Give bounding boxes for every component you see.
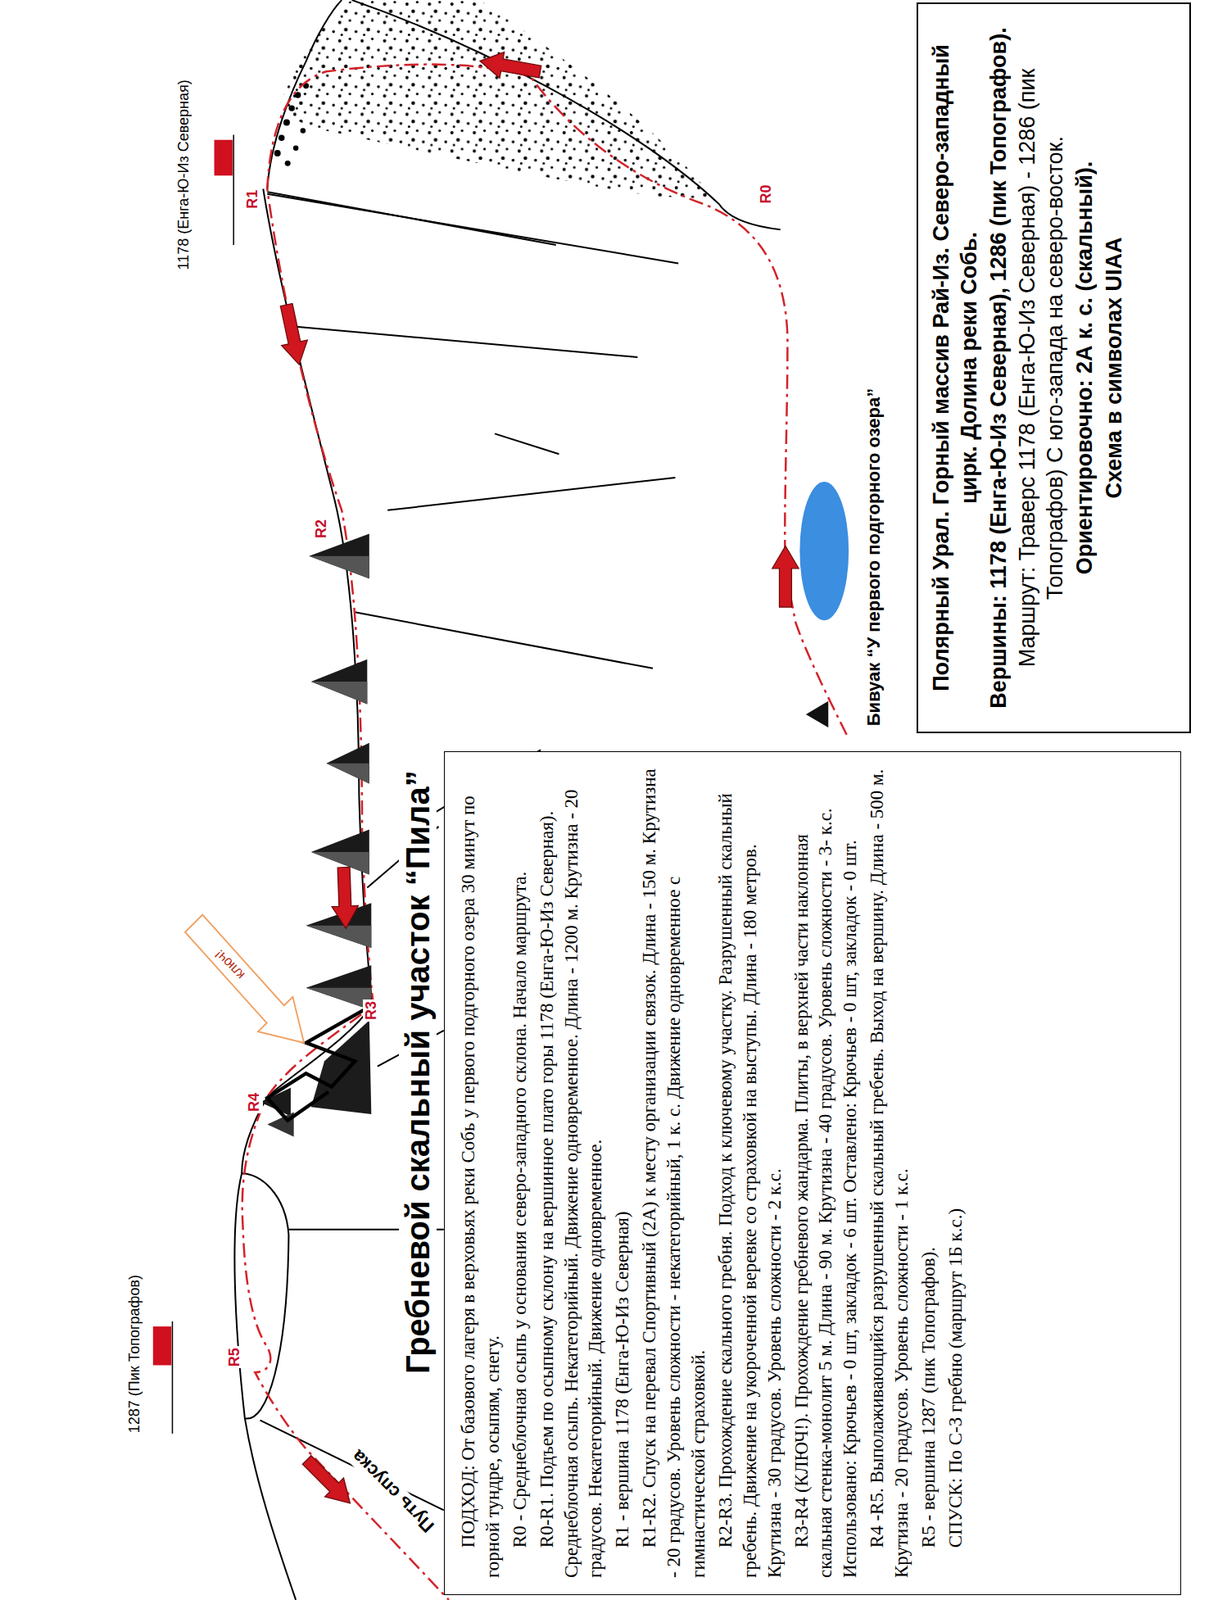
route-step-text: R2-R3. Прохождение скального гребня. Под… [713, 768, 788, 1578]
summit-label: 1287 (Пик Топографов) [126, 1272, 144, 1435]
summit-flag [153, 135, 234, 1434]
route-heading-text: Полярный Урал. Горный массив Рай-Из. Сев… [928, 17, 984, 719]
route-point: R1 [244, 188, 262, 211]
route-heading-text: Маршрут: Траверс 1178 (Енга-Ю-Из Северна… [1014, 17, 1070, 719]
route-title-box: Полярный Урал. Горный массив Рай-Из. Сев… [916, 2, 1191, 734]
route-point: R0 [757, 183, 775, 206]
route-step-text: R0-R1. Подъем по осыпному склону на верш… [534, 768, 609, 1578]
bivouac-label: Бивуак “У первого подгорного озера” [863, 386, 884, 728]
route-description-box: ПОДХОД: От базового лагеря в верховьях р… [443, 751, 1182, 1595]
route-point: R3 [362, 999, 381, 1022]
route-point: R2 [312, 517, 331, 540]
route-step-text: R1 - вершина 1178 (Енга-Ю-Из Северная) [610, 768, 635, 1578]
lake [799, 481, 849, 621]
route-step-text: R1-R2. Спуск на перевал Спортивный (2А) … [637, 768, 711, 1578]
scree-field [280, 0, 714, 200]
route-step-text: ПОДХОД: От базового лагеря в верховьях р… [456, 768, 506, 1578]
route-heading-text: Схема в символах UIAA [1100, 17, 1129, 719]
key-callout-arrow [185, 914, 304, 1043]
key-callout-text: ключ! [211, 945, 250, 984]
route-step-text: R5 - вершина 1287 (пик Топографов). [916, 768, 942, 1578]
route-step-text: R3-R4 (КЛЮЧ!). Прохождение гребневого жа… [789, 768, 864, 1578]
route-step-text: R4 -R5. Выполаживающийся разрушенный ска… [864, 768, 915, 1578]
section-title: Гребневой скальный участок “Пила” [398, 768, 437, 1376]
route-point: R4 [245, 1091, 263, 1114]
route-step-text: СПУСК: По С-З гребню (маршрут 1Б к.с.) [943, 768, 969, 1578]
bivouac-tent [805, 701, 829, 728]
route-heading-text: Вершины: 1178 (Енга-Ю-Из Северная), 1286… [985, 17, 1014, 719]
route-step-text: R0 - Среднеблочная осыпь у основания сев… [507, 768, 533, 1578]
route-point: R5 [226, 1345, 244, 1368]
descent-label: Путь спуска [346, 1444, 440, 1539]
route-heading-text: Ориентировочно: 2А к. с. (скальный). [1071, 17, 1100, 719]
summit-label: 1178 (Енга-Ю-Из Северная) [175, 77, 193, 272]
